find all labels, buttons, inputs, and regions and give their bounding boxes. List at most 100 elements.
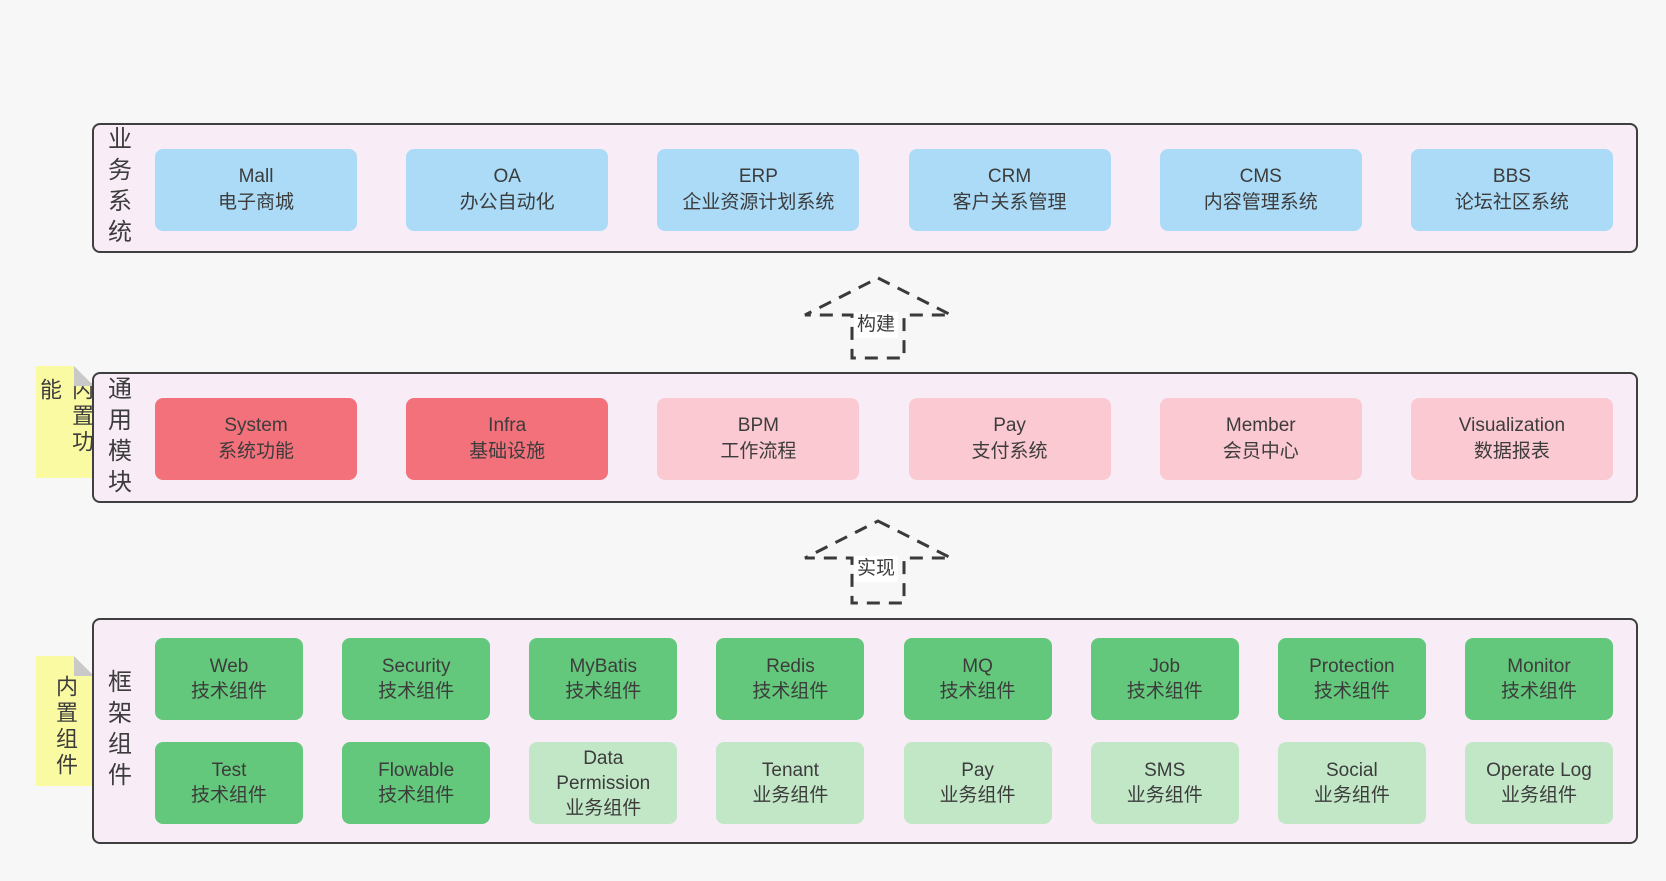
box-oa: OA 办公自动化 — [406, 149, 609, 231]
box-bpm: BPM 工作流程 — [657, 398, 860, 480]
box-title: Flowable — [378, 760, 455, 781]
box-title: MQ — [962, 656, 993, 677]
note-fold-corner-icon — [74, 656, 94, 676]
framework-components-row-2: Test 技术组件 Flowable 技术组件 Data Permission … — [155, 742, 1613, 824]
box-subtitle: 业务组件 — [1313, 785, 1390, 806]
box-crm: CRM 客户关系管理 — [908, 149, 1111, 231]
box-title: Tenant — [761, 760, 819, 781]
box-cms: CMS 内容管理系统 — [1159, 149, 1362, 231]
box-title: System — [224, 415, 288, 436]
box-subtitle: 电子商城 — [217, 192, 294, 213]
box-title: Visualization — [1458, 415, 1566, 436]
box-title: Redis — [766, 656, 815, 677]
box-erp: ERP 企业资源计划系统 — [657, 149, 860, 231]
box-title: Protection — [1309, 656, 1395, 677]
box-subtitle: 技术组件 — [378, 785, 455, 806]
box-social: Social 业务组件 — [1277, 742, 1426, 824]
box-subtitle: 业务组件 — [939, 785, 1016, 806]
box-subtitle: 办公自动化 — [459, 192, 555, 213]
side-label-text: 业务系统 — [103, 126, 131, 250]
framework-components-panel: 框架组件 Web 技术组件 Security 技术组件 MyBatis 技术组件… — [92, 618, 1638, 844]
implement-arrow-label: 实现 — [854, 556, 899, 582]
box-subtitle: 业务组件 — [1500, 785, 1577, 806]
built-in-components-note: 内置组件 — [36, 656, 94, 786]
note-fold-corner-icon — [74, 366, 94, 386]
note-text: 内置功能 — [37, 378, 94, 456]
box-subtitle: 技术组件 — [1313, 681, 1390, 702]
box-title: Job — [1149, 656, 1181, 677]
business-systems-row: Mall 电子商城 OA 办公自动化 ERP 企业资源计划系统 CRM 客户关系… — [155, 149, 1613, 231]
box-flowable: Flowable 技术组件 — [342, 742, 491, 824]
common-modules-side-label: 通用模块 — [100, 374, 134, 501]
box-subtitle: 数据报表 — [1473, 441, 1550, 462]
box-web: Web 技术组件 — [155, 638, 303, 720]
box-visualization: Visualization 数据报表 — [1410, 398, 1613, 480]
box-subtitle: 系统功能 — [217, 441, 294, 462]
note-text: 内置组件 — [53, 675, 78, 779]
box-protection: Protection 技术组件 — [1277, 638, 1426, 720]
box-subtitle: 会员中心 — [1222, 441, 1299, 462]
common-modules-panel: 通用模块 System 系统功能 Infra 基础设施 BPM 工作流程 Pay… — [92, 372, 1638, 503]
box-sms: SMS 业务组件 — [1090, 742, 1239, 824]
box-title: Social — [1325, 760, 1378, 781]
box-title: BBS — [1492, 166, 1531, 187]
box-title: MyBatis — [569, 656, 638, 677]
framework-components-row-1: Web 技术组件 Security 技术组件 MyBatis 技术组件 Redi… — [155, 638, 1613, 720]
side-label-text: 通用模块 — [103, 375, 131, 500]
framework-components-side-label: 框架组件 — [100, 620, 134, 842]
box-mybatis: MyBatis 技术组件 — [529, 638, 678, 720]
box-infra: Infra 基础设施 — [406, 398, 609, 480]
box-mall: Mall 电子商城 — [155, 149, 357, 231]
box-tenant: Tenant 业务组件 — [716, 742, 865, 824]
box-pay-module: Pay 支付系统 — [908, 398, 1111, 480]
built-in-functions-note: 内置功能 — [36, 366, 94, 478]
box-subtitle: 论坛社区系统 — [1454, 192, 1569, 213]
business-systems-panel: 业务系统 Mall 电子商城 OA 办公自动化 ERP 企业资源计划系统 CRM… — [92, 123, 1638, 253]
box-subtitle: 业务组件 — [565, 797, 642, 819]
box-redis: Redis 技术组件 — [716, 638, 865, 720]
box-subtitle: 企业资源计划系统 — [682, 192, 835, 213]
box-bbs: BBS 论坛社区系统 — [1410, 149, 1613, 231]
box-subtitle: 技术组件 — [190, 681, 267, 702]
box-data-permission: Data Permission 业务组件 — [529, 742, 678, 824]
box-title: CRM — [987, 166, 1032, 187]
box-subtitle: 技术组件 — [378, 681, 455, 702]
box-title: Monitor — [1507, 656, 1571, 677]
box-subtitle: 客户关系管理 — [952, 192, 1067, 213]
box-subtitle: 技术组件 — [752, 681, 829, 702]
box-subtitle: 业务组件 — [1126, 785, 1203, 806]
build-arrow-label: 构建 — [854, 312, 899, 338]
build-arrow-icon — [803, 276, 953, 360]
box-title: Pay — [993, 415, 1026, 436]
box-title: Data Permission — [556, 747, 651, 794]
box-title: SMS — [1144, 760, 1186, 781]
box-subtitle: 技术组件 — [939, 681, 1016, 702]
box-subtitle: 技术组件 — [190, 785, 267, 806]
box-subtitle: 技术组件 — [1500, 681, 1577, 702]
box-pay-component: Pay 业务组件 — [903, 742, 1052, 824]
box-subtitle: 业务组件 — [752, 785, 829, 806]
box-title: Operate Log — [1486, 760, 1592, 781]
box-title: ERP — [738, 166, 778, 187]
box-monitor: Monitor 技术组件 — [1464, 638, 1613, 720]
box-title: BPM — [737, 415, 779, 436]
box-test: Test 技术组件 — [155, 742, 303, 824]
side-label-text: 框架组件 — [103, 669, 131, 793]
implement-arrow-icon — [803, 519, 953, 605]
box-subtitle: 技术组件 — [565, 681, 642, 702]
common-modules-row: System 系统功能 Infra 基础设施 BPM 工作流程 Pay 支付系统… — [155, 398, 1613, 480]
box-title: Mall — [238, 166, 274, 187]
box-subtitle: 基础设施 — [469, 441, 546, 462]
business-systems-side-label: 业务系统 — [100, 125, 134, 251]
box-title: Web — [209, 656, 249, 677]
box-job: Job 技术组件 — [1090, 638, 1239, 720]
box-subtitle: 技术组件 — [1126, 681, 1203, 702]
box-member: Member 会员中心 — [1159, 398, 1362, 480]
box-subtitle: 支付系统 — [971, 441, 1048, 462]
box-title: Security — [381, 656, 451, 677]
box-mq: MQ 技术组件 — [903, 638, 1052, 720]
box-system: System 系统功能 — [155, 398, 357, 480]
box-security: Security 技术组件 — [342, 638, 491, 720]
box-operate-log: Operate Log 业务组件 — [1464, 742, 1613, 824]
box-title: Test — [211, 760, 247, 781]
